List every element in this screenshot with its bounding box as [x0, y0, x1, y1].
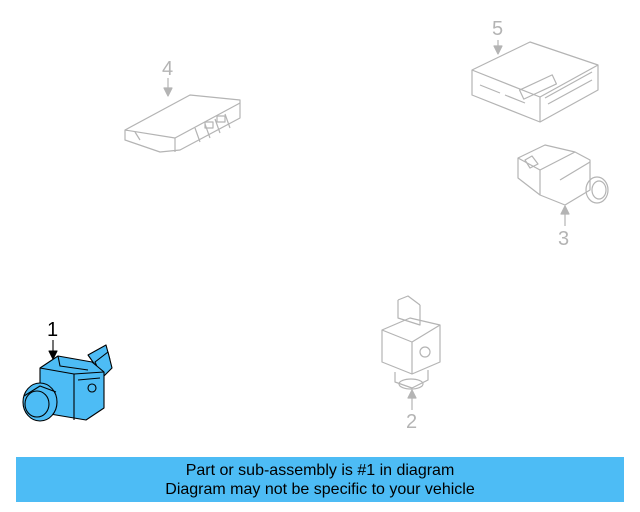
part-1-parking-sensor[interactable] [22, 340, 113, 422]
part-3-sensor-bracket[interactable] [517, 144, 609, 226]
banner-line-1: Part or sub-assembly is #1 in diagram [185, 462, 455, 479]
callout-5[interactable]: 5 [492, 18, 504, 40]
part-5-module[interactable] [471, 40, 599, 123]
callout-3[interactable]: 3 [558, 228, 570, 250]
callout-1[interactable]: 1 [47, 319, 59, 341]
callout-4[interactable]: 4 [162, 58, 174, 80]
banner-line-2: Diagram may not be specific to your vehi… [165, 481, 475, 498]
part-2-sensor[interactable] [381, 295, 441, 410]
info-banner: Part or sub-assembly is #1 in diagram Di… [16, 457, 624, 502]
parts-diagram [22, 40, 609, 422]
callout-2[interactable]: 2 [406, 411, 418, 433]
part-4-control-module[interactable] [124, 78, 241, 153]
